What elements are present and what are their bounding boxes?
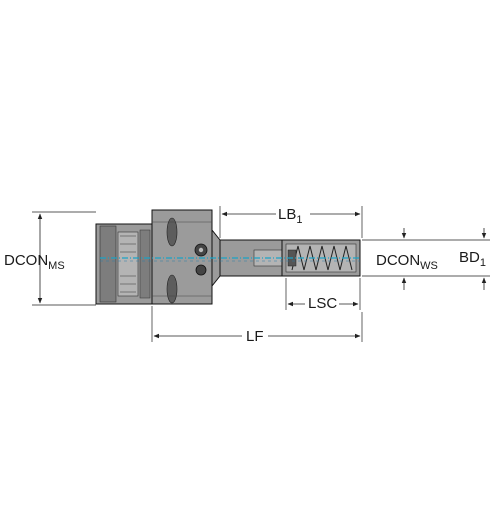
tool-body (95, 209, 361, 305)
dim-bd1: BD1 (412, 228, 490, 290)
label-lf: LF (246, 328, 264, 345)
label-lb1: LB1 (278, 206, 302, 226)
dim-lf: LF (151, 306, 363, 345)
dim-dconms: DCONMS (4, 211, 96, 306)
dim-lsc: LSC (285, 278, 361, 312)
label-lsc: LSC (308, 295, 337, 312)
flange (151, 209, 213, 305)
dim-dconws: DCONWS (362, 228, 438, 290)
label-dconws: DCONWS (376, 252, 438, 272)
label-dconms: DCONMS (4, 252, 65, 272)
label-bd1: BD1 (459, 249, 486, 269)
machine-side-shank (95, 223, 153, 305)
dim-lb1: LB1 (219, 203, 363, 238)
